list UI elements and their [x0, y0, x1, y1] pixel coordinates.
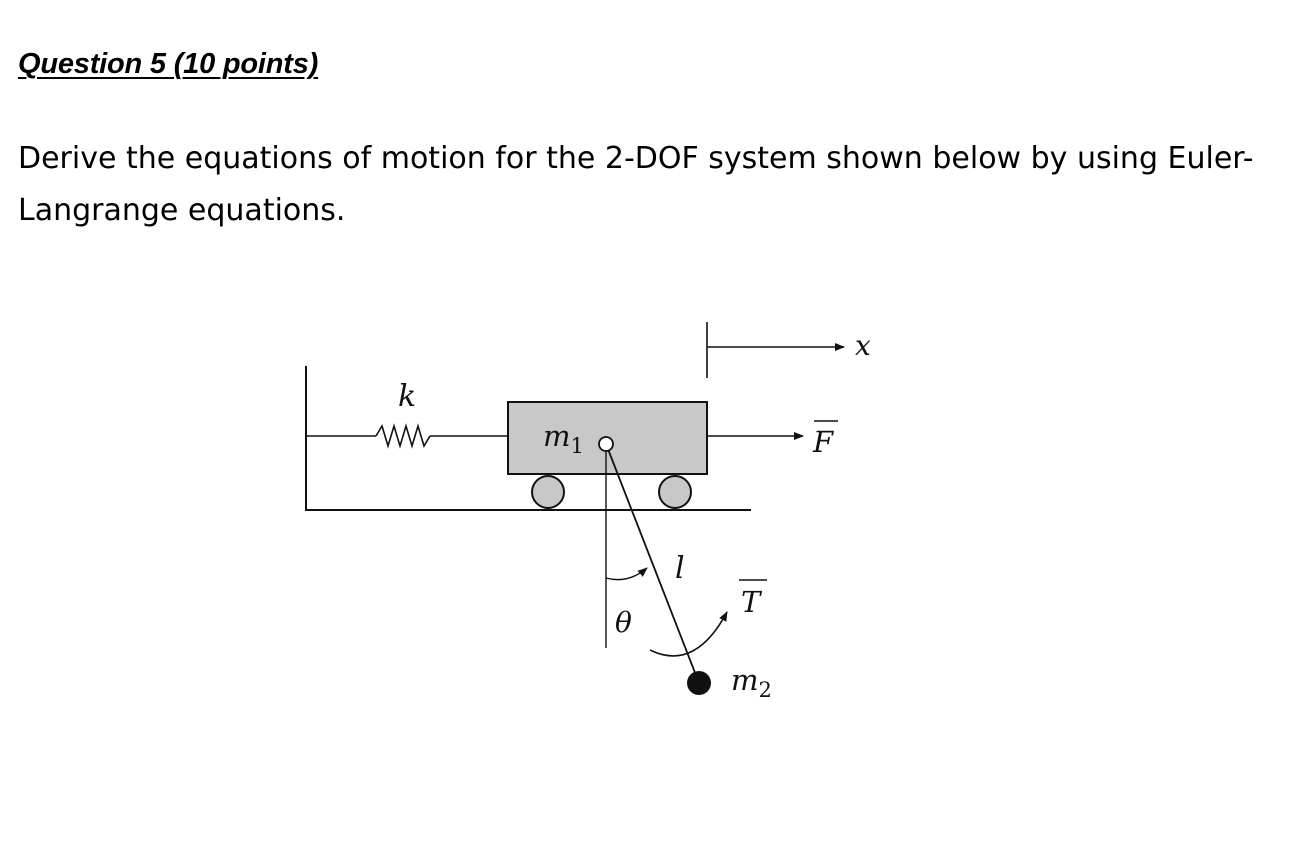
mass-2-label: m2 [731, 663, 772, 702]
pendulum-bob-mass-2 [687, 671, 711, 695]
cart-wheel-right [658, 475, 692, 509]
torque-label-group: T [739, 579, 767, 619]
length-label: l [675, 551, 685, 586]
mass-1-symbol: m [543, 419, 571, 453]
mass-1-label: m1 [543, 419, 584, 458]
torque-label: T [741, 585, 763, 619]
mass-2-subscript: 2 [759, 678, 772, 702]
torque-arc [649, 611, 728, 657]
cart-wheel-left [531, 475, 565, 509]
force-label-group: F [812, 420, 838, 459]
question-prompt: Derive the equations of motion for the 2… [18, 133, 1303, 237]
spring [306, 423, 508, 449]
spring-constant-label: k [398, 379, 416, 414]
theta-arc [605, 567, 648, 581]
displacement-reference [706, 322, 845, 378]
theta-label: θ [615, 606, 632, 639]
displacement-label: x [855, 329, 871, 362]
wall-and-ground [305, 366, 751, 511]
question-heading: Question 5 (10 points) [18, 48, 319, 80]
pendulum-rod [605, 443, 700, 684]
mass-2-symbol: m [731, 663, 759, 697]
prompt-line-2: Langrange equations. [18, 193, 346, 228]
pendulum-pivot [598, 436, 614, 452]
prompt-line-1: Derive the equations of motion for the 2… [18, 141, 1254, 176]
force-label: F [812, 425, 834, 459]
mass-1-subscript: 1 [571, 434, 584, 458]
